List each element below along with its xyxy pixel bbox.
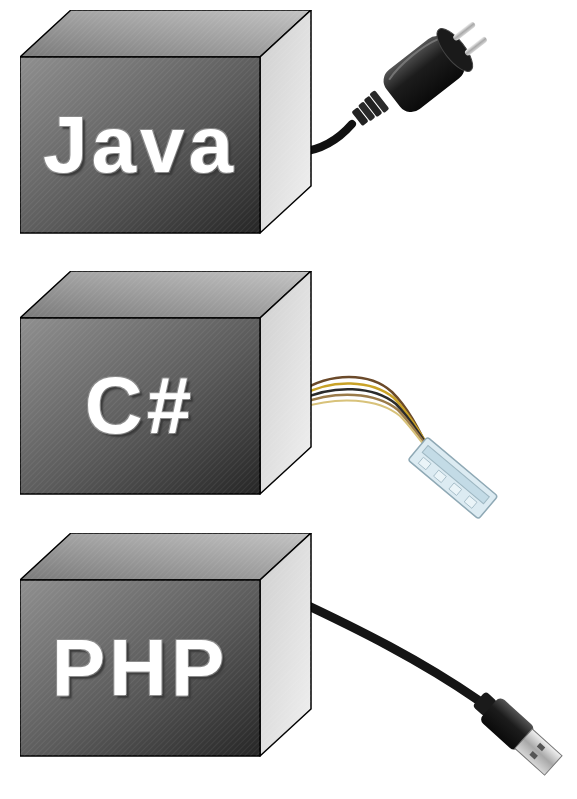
cube-hatch (260, 533, 311, 756)
cube-box: C# (20, 271, 312, 496)
cube-hatch (20, 580, 260, 756)
cube-hatch (260, 10, 311, 233)
power-plug (300, 10, 496, 152)
molex-connector (300, 377, 498, 519)
cube-face (20, 57, 260, 233)
cube-hatch (20, 57, 260, 233)
cube-face (260, 10, 311, 233)
cube-box: Java (20, 10, 312, 235)
front-face: PHP (20, 580, 260, 756)
front-face: C# (20, 318, 260, 494)
cube-hatch (260, 271, 311, 494)
usb-plug (296, 600, 564, 777)
cube-face (260, 533, 311, 756)
cube-face (20, 580, 260, 756)
cube-box: PHP (20, 533, 312, 758)
language-label: Java (43, 105, 237, 185)
cube-hatch (20, 318, 260, 494)
cube-face (260, 271, 311, 494)
front-face: Java (20, 57, 260, 233)
cube-face (20, 318, 260, 494)
language-label: PHP (52, 628, 229, 708)
language-label: C# (85, 366, 195, 446)
